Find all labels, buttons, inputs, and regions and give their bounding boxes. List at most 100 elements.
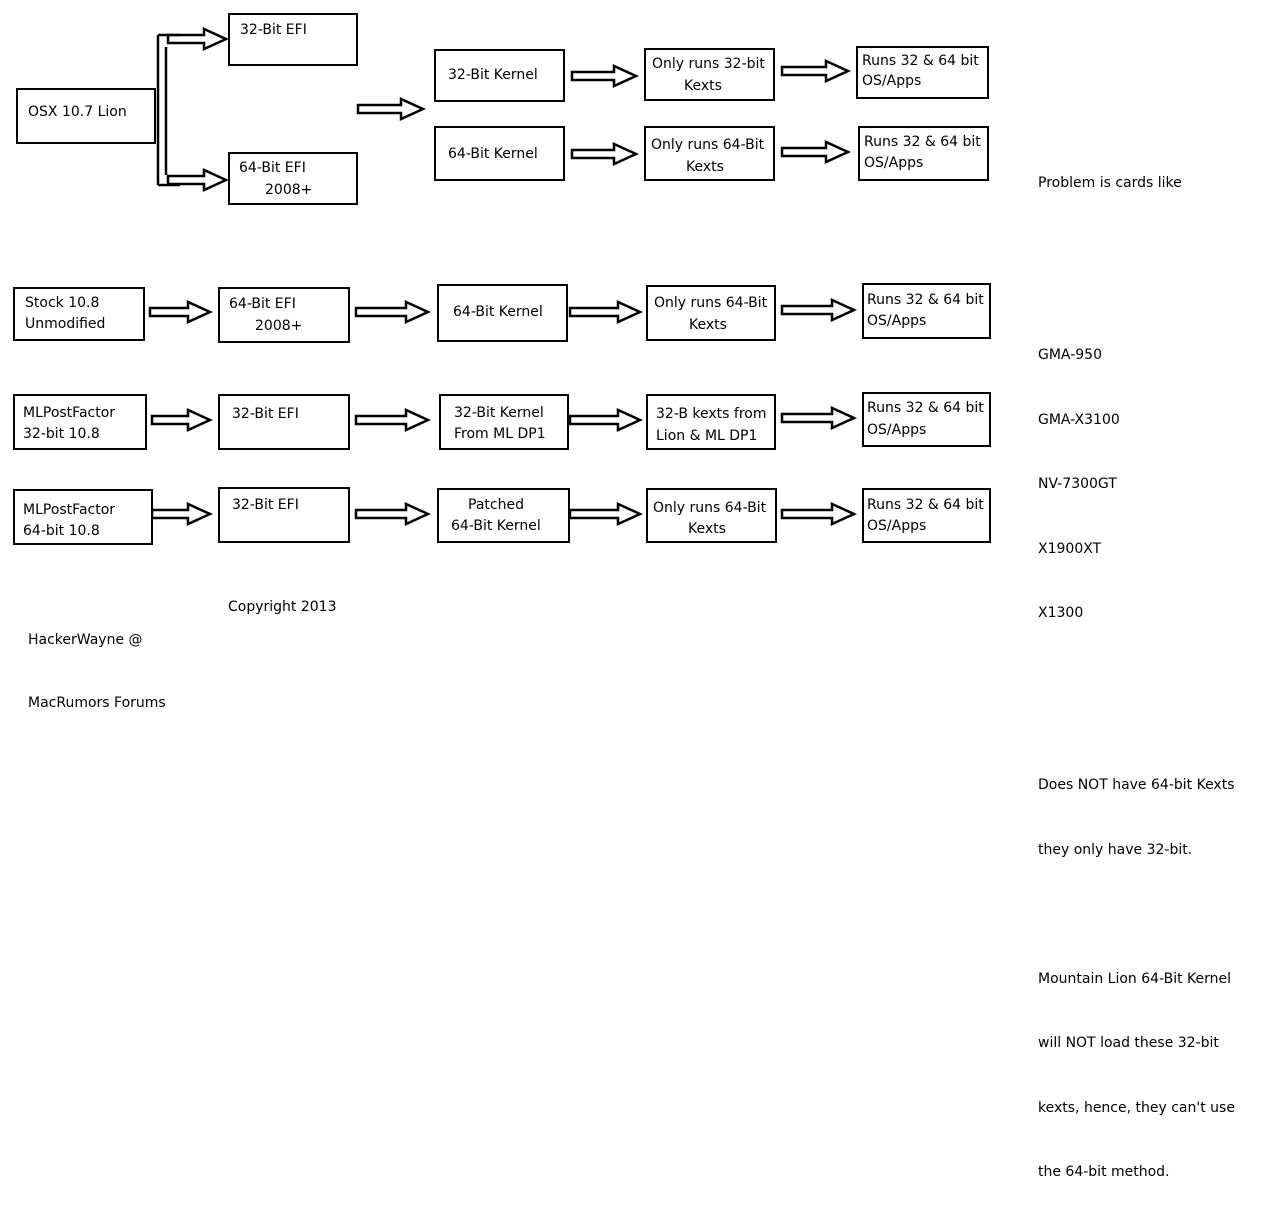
arrow-to-efi64 [166,168,230,192]
arrow-mlp32-kexts-to-apps [780,406,858,430]
lion-apps-b-box: Runs 32 & 64 bit OS/Apps [858,126,989,181]
mlp32-kernel-label-line1: 32-Bit Kernel [454,405,544,421]
mlp32-source-label-line2: 32-bit 10.8 [23,426,100,442]
arrow-stock-to-efi [148,300,214,324]
mlp32-kernel-label-line2: From ML DP1 [454,426,546,442]
mlp64-source-label-line2: 64-bit 10.8 [23,523,100,539]
lion-kexts64-label-line2: Kexts [686,159,724,175]
notes-card-item: X1300 [1038,605,1084,621]
author-credit-line1: HackerWayne @ [28,632,143,648]
stock-efi-label-line1: 64-Bit EFI [229,296,296,312]
notes-heading: Problem is cards like [1038,175,1182,191]
notes-ml-line2: will NOT load these 32-bit [1038,1035,1219,1051]
lion-apps-a-label-line1: Runs 32 & 64 bit [862,53,979,69]
lion-apps-b-label-line1: Runs 32 & 64 bit [864,134,981,150]
arrow-mlp64-kexts-to-apps [780,502,858,526]
notes-card-item: X1900XT [1038,540,1102,557]
arrow-mlp64-kernel-to-kexts [568,502,644,526]
stock-kexts-box: Only runs 64-Bit Kexts [646,285,776,341]
notes-kexts-line2: they only have 32-bit. [1038,841,1193,858]
arrows-layer [148,27,858,526]
lion-efi32-box: 32-Bit EFI [228,13,358,66]
lion-source-box: OSX 10.7 Lion [16,88,156,144]
mlp32-kernel-box: 32-Bit Kernel From ML DP1 [439,394,569,450]
arrow-mlp64-to-efi [150,502,214,526]
diagram-canvas: OSX 10.7 Lion 32-Bit EFI 64-Bit EFI 2008… [13,13,1235,1180]
arrow-mlp64-efi-to-kernel [354,502,432,526]
copyright-text: Copyright 2013 [228,599,337,615]
mlp64-kernel-label-line2: 64-Bit Kernel [451,518,541,534]
lion-apps-a-box: Runs 32 & 64 bit OS/Apps [856,46,989,99]
notes-card-item: NV-7300GT [1038,476,1117,492]
lion-kexts32-label-line2: Kexts [684,78,722,94]
stock-kernel-label: 64-Bit Kernel [453,304,543,320]
stock-source-box: Stock 10.8 Unmodified [13,287,145,341]
notes-ml-line1: Mountain Lion 64-Bit Kernel [1038,970,1232,987]
author-credit: HackerWayne @ MacRumors Forums [28,588,166,756]
lion-kernel64-box: 64-Bit Kernel [434,126,565,181]
arrow-stock-kexts-to-apps [780,298,858,322]
mlp64-source-box: MLPostFactor 64-bit 10.8 [13,489,153,545]
mlp32-efi-label: 32-Bit EFI [232,406,299,422]
mlp32-apps-box: Runs 32 & 64 bit OS/Apps [862,392,991,447]
mlp32-apps-label-line1: Runs 32 & 64 bit [867,400,984,416]
mlp64-source-label-line1: MLPostFactor [23,502,116,518]
mlp32-kexts-box: 32-B kexts from Lion & ML DP1 [646,394,776,450]
mlp64-kexts-label-line2: Kexts [688,521,726,537]
lion-efi64-box: 64-Bit EFI 2008+ [228,152,358,205]
arrow-stock-efi-to-kernel [354,300,432,324]
arrow-stock-kernel-to-kexts [568,300,644,324]
mlp64-apps-label-line2: OS/Apps [867,518,927,534]
arrow-kexts32-to-apps [780,59,852,83]
notes-card-item: GMA-X3100 [1038,411,1120,428]
stock-source-label-line2: Unmodified [25,316,106,332]
lion-kexts64-box: Only runs 64-Bit Kexts [644,126,775,181]
notes-ml-line4: the 64-bit method. [1038,1164,1170,1180]
arrow-kexts64-to-apps [780,140,852,164]
arrow-kernel32-to-kexts [570,64,640,88]
mlp64-kexts-label-line1: Only runs 64-Bit [653,500,767,516]
stock-kernel-box: 64-Bit Kernel [437,284,568,342]
arrow-to-efi32 [166,27,230,51]
lion-apps-a-label-line2: OS/Apps [862,73,922,89]
mlp32-kexts-label-line1: 32-B kexts from [656,406,767,422]
stock-efi-box: 64-Bit EFI 2008+ [218,287,350,343]
arrow-efi-to-kernels [356,97,427,121]
mlp32-efi-box: 32-Bit EFI [218,394,350,450]
lion-efi64-label-line2: 2008+ [265,182,313,198]
notes-card-list: GMA-950 GMA-X3100 NV-7300GT X1900XT X130… [1038,302,1235,668]
mlp32-apps-label-line2: OS/Apps [867,422,927,438]
arrow-mlp32-to-efi [150,408,214,432]
mlp64-apps-box: Runs 32 & 64 bit OS/Apps [862,488,991,543]
mlp64-kexts-box: Only runs 64-Bit Kexts [646,488,777,543]
notes-ml-line3: kexts, hence, they can't use [1038,1099,1235,1116]
mlp64-kernel-box: Patched 64-Bit Kernel [437,488,570,543]
stock-kexts-label-line1: Only runs 64-Bit [654,295,768,311]
lion-kernel64-label: 64-Bit Kernel [448,146,538,162]
notes-panel: Problem is cards like GMA-950 GMA-X3100 … [1038,130,1235,1227]
lion-kexts64-label-line1: Only runs 64-Bit [651,137,765,153]
notes-kexts-line1: Does NOT have 64-bit Kexts [1038,777,1235,793]
stock-apps-label-line1: Runs 32 & 64 bit [867,292,984,308]
lion-efi64-label-line1: 64-Bit EFI [239,160,306,176]
mlp32-kexts-label-line2: Lion & ML DP1 [656,428,758,444]
author-credit-line2: MacRumors Forums [28,695,166,711]
arrow-mlp32-kernel-to-kexts [568,408,644,432]
lion-kexts32-label-line1: Only runs 32-bit [652,56,765,72]
lion-apps-b-label-line2: OS/Apps [864,155,924,171]
mlp32-source-label-line1: MLPostFactor [23,405,116,421]
stock-apps-label-line2: OS/Apps [867,313,927,329]
stock-efi-label-line2: 2008+ [255,318,303,334]
mlp32-source-box: MLPostFactor 32-bit 10.8 [13,394,147,450]
mlp64-apps-label-line1: Runs 32 & 64 bit [867,497,984,513]
arrow-kernel64-to-kexts [570,142,640,166]
mlp64-efi-box: 32-Bit EFI [218,487,350,543]
lion-kexts32-box: Only runs 32-bit Kexts [644,48,775,101]
stock-kexts-label-line2: Kexts [689,317,727,333]
lion-kernel32-box: 32-Bit Kernel [434,49,565,102]
notes-card-item: GMA-950 [1038,347,1102,363]
mlp64-kernel-label-line1: Patched [468,497,524,513]
mlp64-efi-label: 32-Bit EFI [232,497,299,513]
lion-source-label: OSX 10.7 Lion [28,104,127,120]
arrow-mlp32-efi-to-kernel [354,408,432,432]
